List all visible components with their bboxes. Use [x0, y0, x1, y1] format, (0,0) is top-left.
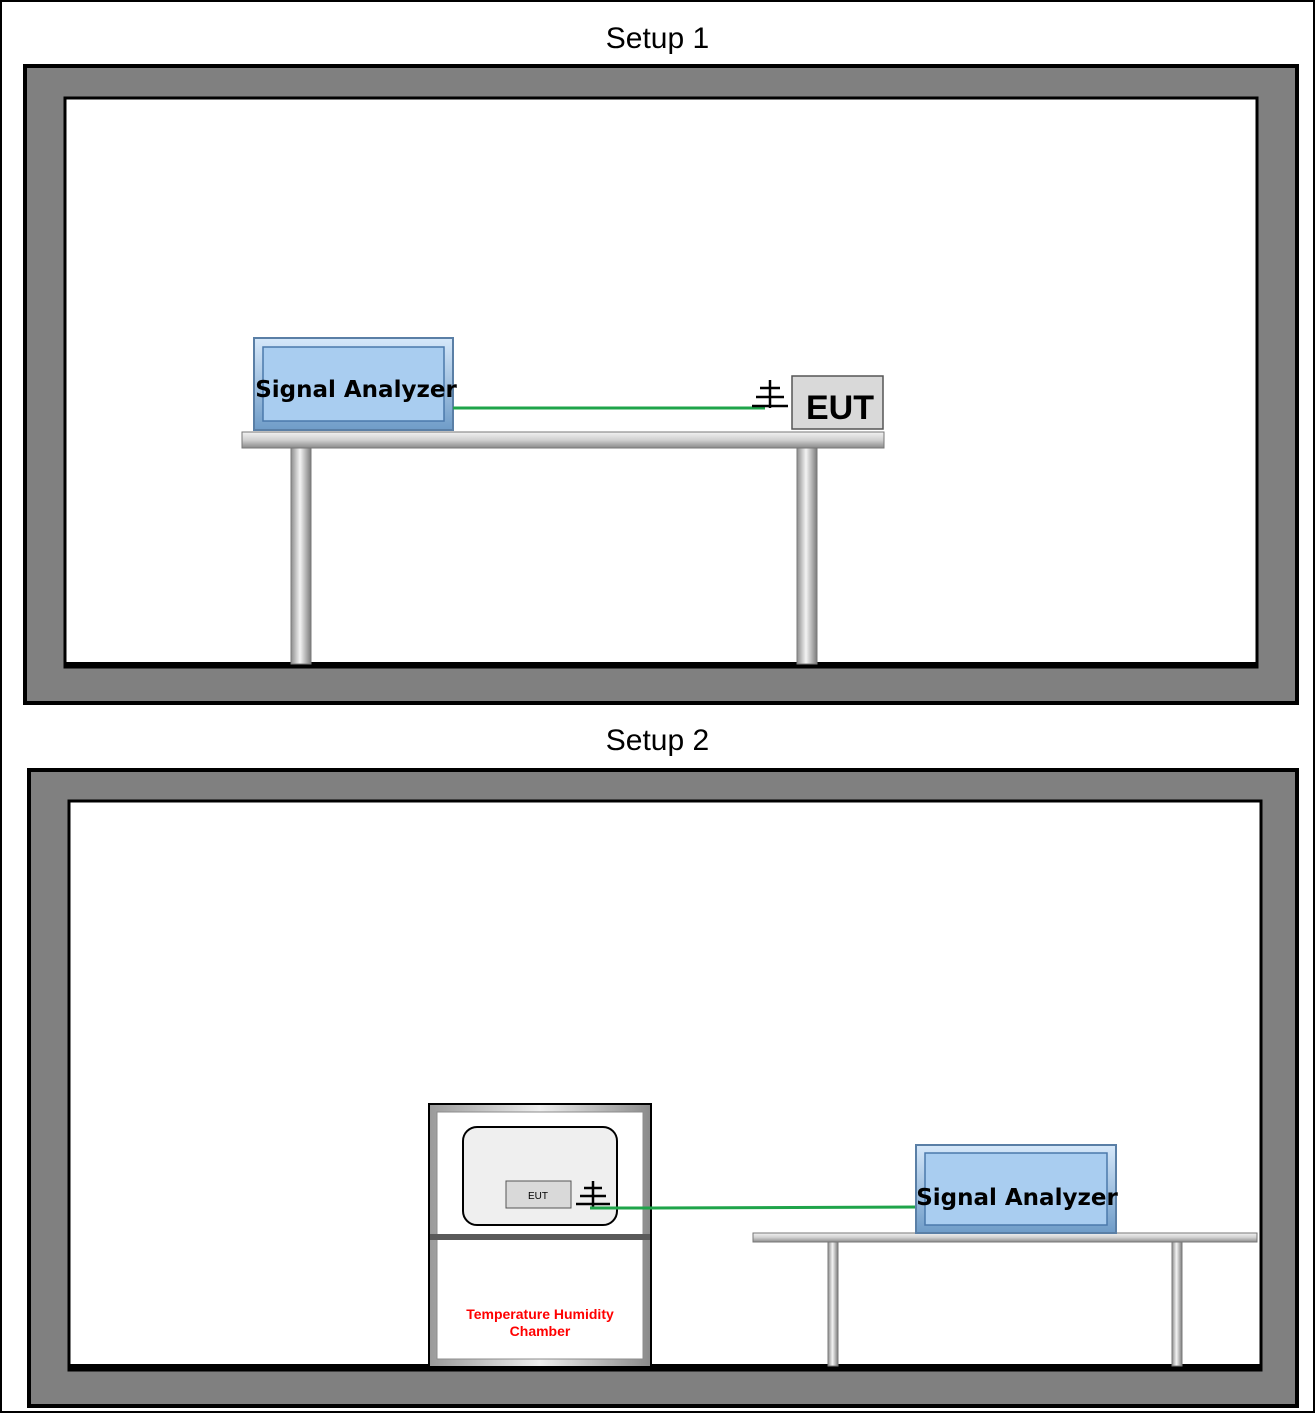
chamber-window — [462, 1126, 618, 1226]
analyzer-label: Signal Analyzer — [916, 1185, 1118, 1211]
antenna-icon — [576, 1181, 610, 1208]
chamber-label-line2: Chamber — [510, 1323, 571, 1339]
room-floor — [69, 1364, 1261, 1371]
table-top — [752, 1232, 1258, 1243]
table-leg-left — [290, 445, 312, 665]
room-interior — [67, 799, 1263, 1372]
eut-label: EUT — [528, 1191, 548, 1202]
rf-cable — [590, 1205, 919, 1210]
setup-1-table — [241, 431, 885, 665]
setup-1-eut: EUT — [791, 375, 884, 430]
temperature-humidity-chamber: Temperature Humidity Chamber — [428, 1103, 652, 1368]
antenna-icon — [752, 380, 788, 408]
setup-1-title: Setup 1 — [605, 22, 710, 55]
analyzer-face — [924, 1152, 1108, 1226]
setup-2-title: Setup 2 — [605, 724, 710, 757]
eut-label: EUT — [806, 389, 874, 427]
table-top — [241, 431, 885, 449]
setup-1-room — [23, 64, 1299, 705]
setup-1-signal-analyzer: Signal Analyzer — [253, 337, 457, 431]
analyzer-label: Signal Analyzer — [255, 377, 457, 403]
setup-2-eut: EUT — [505, 1180, 572, 1209]
chamber-divider — [430, 1234, 650, 1240]
room-interior — [63, 96, 1259, 669]
table-leg-right — [1171, 1240, 1183, 1367]
table-leg-right — [796, 445, 818, 665]
analyzer-face — [262, 346, 445, 422]
table-leg-left — [827, 1240, 839, 1367]
setup-2-signal-analyzer: Signal Analyzer — [915, 1144, 1118, 1234]
setup-2-room — [27, 768, 1299, 1408]
chamber-label-line1: Temperature Humidity — [466, 1306, 614, 1322]
eut-box — [505, 1180, 572, 1209]
room-floor — [65, 662, 1257, 668]
eut-box — [791, 375, 884, 430]
